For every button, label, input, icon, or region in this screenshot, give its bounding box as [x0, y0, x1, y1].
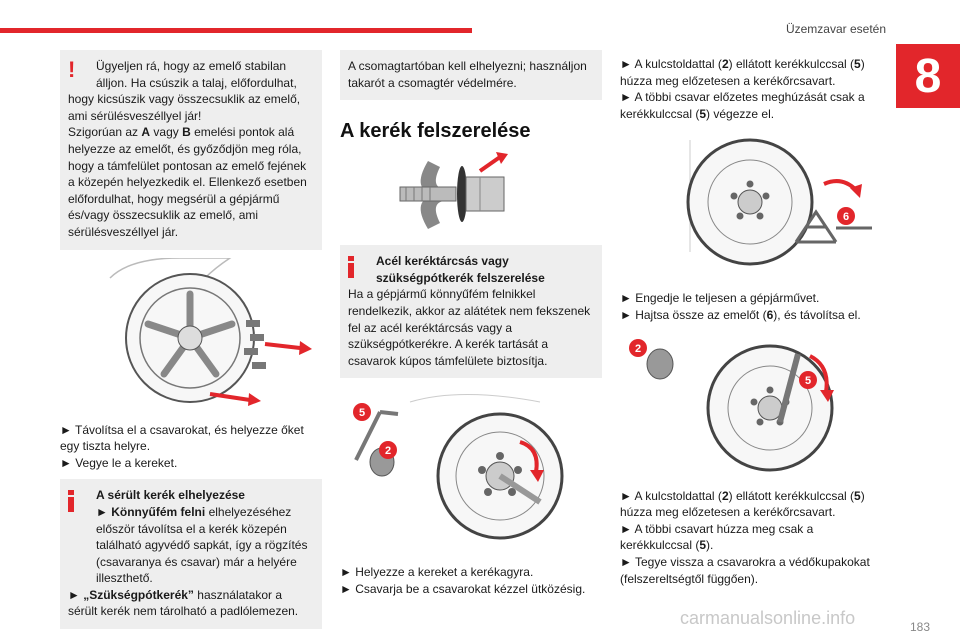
warning-icon: !: [68, 57, 76, 82]
info-alloy-line: ► Könnyűfém felni elhelyezéséhez először…: [96, 504, 308, 586]
lower-steps: ► Engedje le teljesen a gépjárművet. ► H…: [620, 290, 882, 323]
info-box-damaged-wheel: A sérült kerék elhelyezése ► Könnyűfém f…: [60, 479, 322, 630]
section-title: Üzemzavar esetén: [785, 22, 886, 36]
info-icon: [68, 490, 74, 513]
final-steps: ► A kulcstoldattal (2) ellátott kerékkul…: [620, 488, 882, 588]
info-title: A sérült kerék elhelyezése: [96, 488, 245, 503]
final-tighten-illustration: 2 5: [620, 334, 882, 474]
info-icon: [348, 256, 354, 279]
step-tighten-lock: ► A kulcstoldattal (2) ellátott kerékkul…: [620, 488, 865, 520]
badge-5: 5: [359, 407, 365, 419]
wheel-mount-illustration: 5 2: [340, 392, 602, 542]
jack-illustration: 6: [620, 132, 882, 272]
bolt-washer-illustration: [340, 151, 602, 233]
step-hand-tighten: ► Csavarja be a csavarokat kézzel ütközé…: [340, 581, 586, 596]
info-title-1: Acél keréktárcsás vagy: [376, 254, 509, 269]
column-1: ! Ügyeljen rá, hogy az emelő stabilan ál…: [60, 50, 322, 630]
warning-box: ! Ügyeljen rá, hogy az emelő stabilan ál…: [60, 50, 322, 250]
step-remove-bolts: ► Távolítsa el a csavarokat, és helyezze…: [60, 422, 304, 454]
watermark: carmanualsonline.info: [680, 608, 856, 628]
badge-5: 5: [805, 375, 811, 387]
trunk-box: A csomagtartóban kell elhelyezni; haszná…: [340, 50, 602, 101]
removal-steps: ► Távolítsa el a csavarokat, és helyezze…: [60, 422, 322, 472]
step-pretighten-others: ► A többi csavar előzetes meghúzását csa…: [620, 90, 865, 121]
warning-text: hogy kicsúszik vagy összecsuklik az emel…: [68, 92, 301, 123]
step-remove-wheel: ► Vegye le a kereket.: [60, 455, 178, 470]
page-number: 183: [909, 620, 930, 634]
info-title-2: szükségpótkerék felszerelése: [376, 270, 545, 285]
info-box-steel-rim: Acél keréktárcsás vagy szükségpótkerék f…: [340, 245, 602, 379]
step-place-wheel: ► Helyezze a kereket a kerékagyra.: [340, 565, 534, 580]
section-heading: A kerék felszerelése: [340, 120, 531, 143]
column-2: A csomagtartóban kell elhelyezni; haszná…: [340, 50, 602, 598]
badge-6: 6: [843, 211, 849, 223]
step-fold-jack: ► Hajtsa össze az emelőt (6), és távolít…: [620, 307, 861, 322]
step-lower-vehicle: ► Engedje le teljesen a gépjárművet.: [620, 291, 820, 306]
step-refit-caps: ► Tegye vissza a csavarokra a védőkupako…: [620, 554, 870, 586]
header-accent-bar: [0, 28, 472, 33]
info-body: Ha a gépjármű könnyűfém felnikkel rendel…: [348, 287, 591, 368]
step-pretighten-lock: ► A kulcstoldattal (2) ellátott kerékkul…: [620, 57, 865, 88]
warning-text-2: Szigorúan az A vagy B emelési pontok alá…: [68, 125, 307, 239]
warning-second-line: álljon. Ha csúszik a talaj, előfordulhat…: [96, 75, 297, 90]
chapter-badge: 8: [896, 44, 960, 108]
badge-2: 2: [385, 445, 391, 457]
step-tighten-others: ► A többi csavart húzza meg csak a kerék…: [620, 521, 814, 553]
mount-steps: ► Helyezze a kereket a kerékagyra. ► Csa…: [340, 564, 602, 597]
wheel-removal-illustration: [60, 257, 322, 408]
warning-first-line: Ügyeljen rá, hogy az emelő stabilan: [96, 59, 287, 73]
pre-tighten-steps: ► A kulcstoldattal (2) ellátott kerékkul…: [620, 56, 882, 122]
badge-2: 2: [635, 343, 641, 355]
column-3: ► A kulcstoldattal (2) ellátott kerékkul…: [620, 56, 882, 587]
info-spare-line: ► „Szükségpótkerék” használatakor a sérü…: [68, 587, 299, 619]
